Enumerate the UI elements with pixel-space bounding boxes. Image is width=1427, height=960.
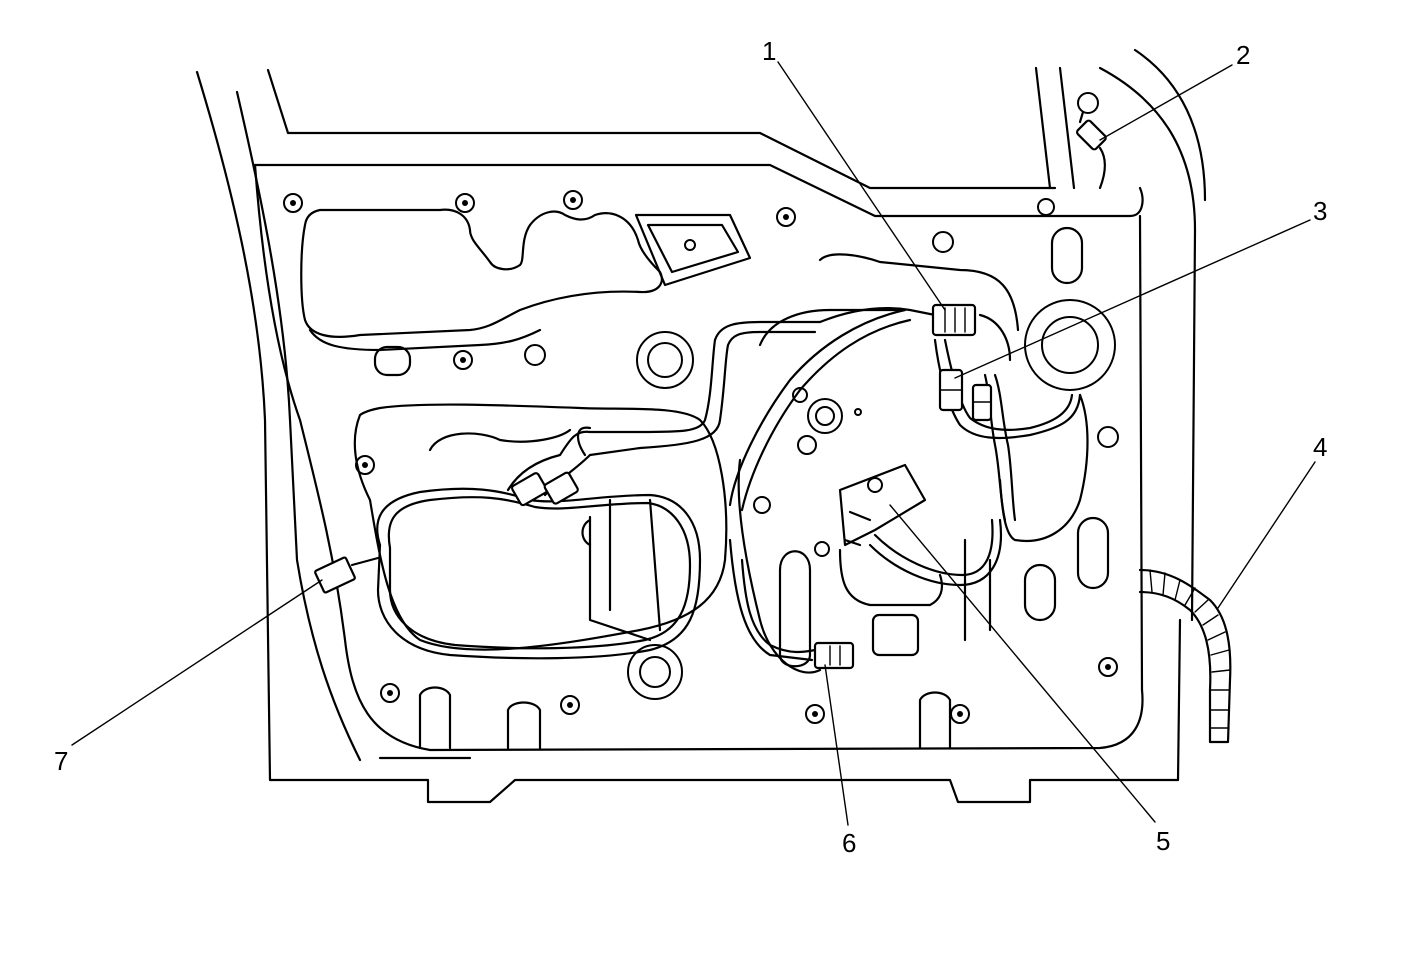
leader-6 — [824, 664, 849, 826]
harness-conduit — [1138, 568, 1232, 744]
door-outer-shell — [195, 48, 1207, 804]
panel-slots — [373, 226, 1110, 750]
leader-4 — [1217, 461, 1316, 609]
callout-5: 5 — [1156, 826, 1170, 856]
wire-harness — [376, 307, 1089, 662]
callout-7: 7 — [54, 746, 68, 776]
callout-2: 2 — [1236, 40, 1250, 70]
leader-2 — [1099, 64, 1233, 141]
inner-panel — [253, 163, 1144, 760]
mounting-holes — [283, 190, 1119, 724]
leader-lines — [71, 61, 1316, 826]
leader-3 — [954, 219, 1311, 379]
callout-1: 1 — [762, 36, 776, 66]
handle-pocket — [634, 213, 752, 287]
lower-cutout — [353, 253, 1020, 674]
large-bosses — [627, 299, 1116, 700]
callout-3: 3 — [1313, 196, 1327, 226]
callout-labels: 1 2 3 4 5 6 7 — [54, 36, 1327, 858]
leader-1 — [777, 61, 946, 311]
callout-6: 6 — [842, 828, 856, 858]
leader-7 — [71, 579, 323, 746]
connectors — [314, 92, 1107, 670]
upper-cutout — [300, 208, 663, 352]
leader-5 — [889, 504, 1156, 823]
callout-4: 4 — [1313, 432, 1327, 462]
